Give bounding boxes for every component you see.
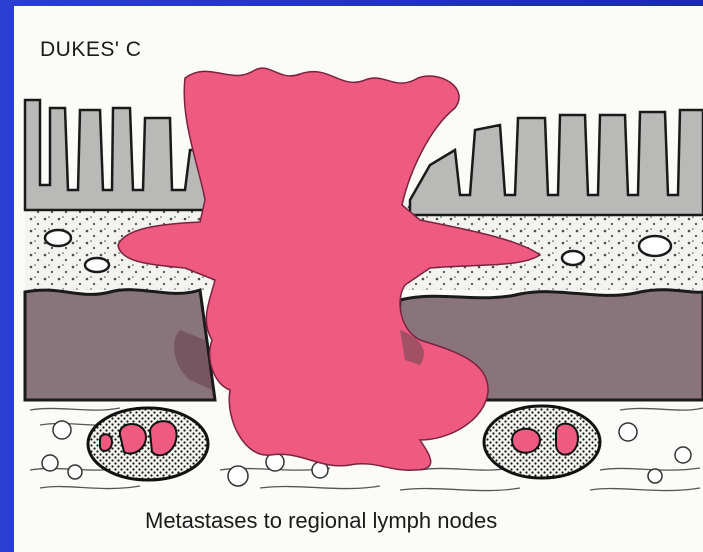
diagram-title: DUKES' C — [40, 38, 141, 62]
lymph-node-icon — [88, 408, 208, 480]
mucosa-right — [410, 110, 703, 215]
diagram-caption: Metastases to regional lymph nodes — [145, 508, 497, 534]
mucosa-left — [25, 100, 208, 210]
lymph-node-icon — [484, 406, 600, 478]
